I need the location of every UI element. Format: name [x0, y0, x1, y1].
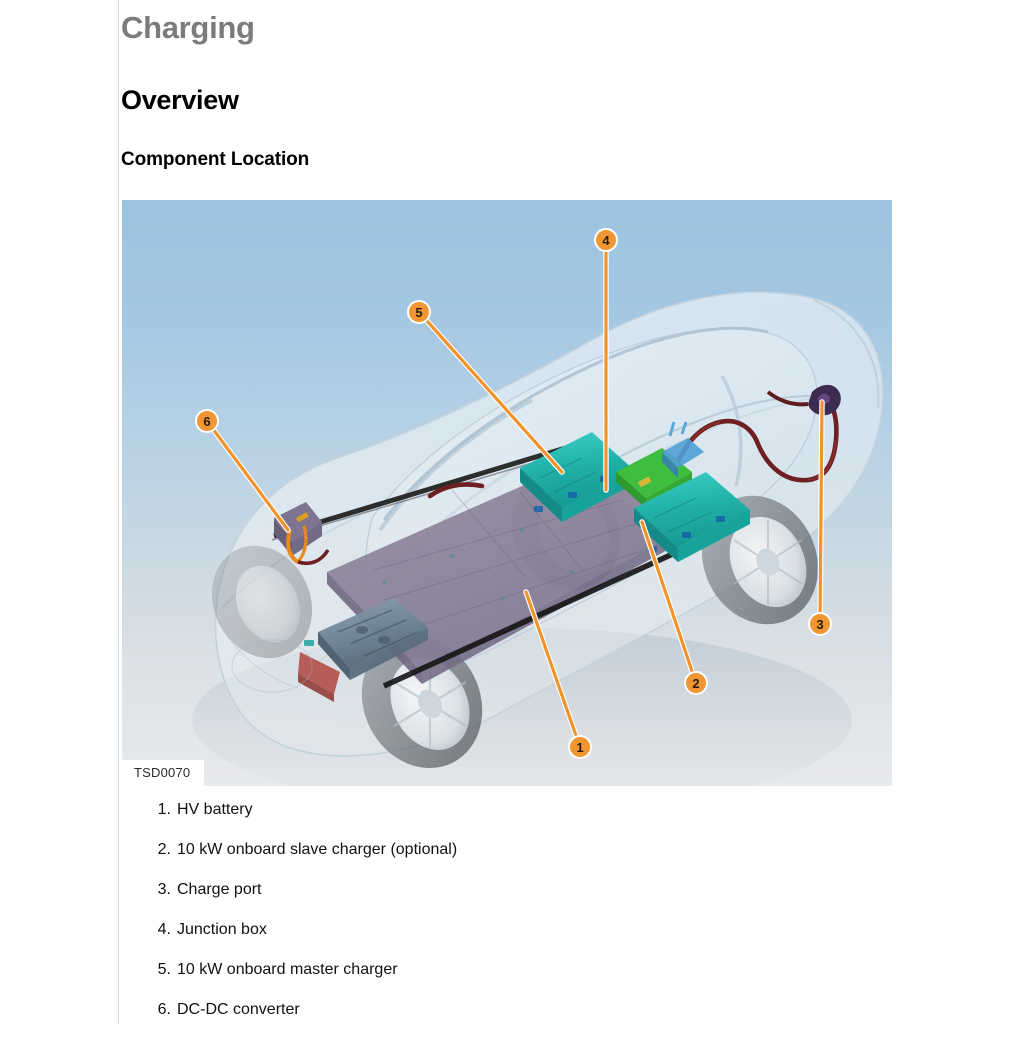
- list-item: 1. HV battery: [122, 798, 892, 838]
- section-title: Overview: [121, 85, 239, 115]
- rear-control-module: [662, 421, 704, 478]
- list-item-label: DC-DC converter: [177, 1001, 300, 1018]
- rocker-rail-far: [273, 437, 593, 539]
- list-item: 6. DC-DC converter: [122, 998, 892, 1038]
- callout-marker-4[interactable]: 4: [594, 228, 618, 252]
- list-item: 5. 10 kW onboard master charger: [122, 958, 892, 998]
- left-margin-rule: [118, 0, 119, 1024]
- vehicle-illustration: [192, 237, 884, 786]
- list-item-label: HV battery: [177, 801, 253, 818]
- onboard-slave-charger: [634, 472, 750, 562]
- list-item: 3. Charge port: [122, 878, 892, 918]
- list-item-number: 2.: [157, 841, 171, 858]
- list-item-label: Junction box: [177, 921, 267, 938]
- wheel-front-near: [361, 635, 483, 769]
- list-item-number: 3.: [157, 881, 171, 898]
- list-item: 4. Junction box: [122, 918, 892, 958]
- figure-id-label: TSD0070: [122, 760, 205, 786]
- list-item-label: 10 kW onboard master charger: [177, 961, 398, 978]
- list-item-number: 5.: [157, 961, 171, 978]
- subsection-title: Component Location: [121, 149, 310, 170]
- list-item-label: Charge port: [177, 881, 262, 898]
- list-item-number: 6.: [157, 1001, 171, 1018]
- callout-marker-2[interactable]: 2: [684, 671, 708, 695]
- component-location-figure: 1 2 3 4 5 6 TSD0070: [122, 200, 892, 786]
- list-item-label: 10 kW onboard slave charger (optional): [177, 841, 458, 858]
- callout-marker-5[interactable]: 5: [407, 300, 431, 324]
- callout-marker-6[interactable]: 6: [195, 409, 219, 433]
- charge-port: [766, 384, 841, 416]
- dc-dc-converter: [274, 502, 330, 566]
- list-item-number: 4.: [157, 921, 171, 938]
- callout-marker-1[interactable]: 1: [568, 735, 592, 759]
- component-list: 1. HV battery 2. 10 kW onboard slave cha…: [122, 798, 892, 1038]
- list-item-number: 1.: [157, 801, 171, 818]
- callout-marker-3[interactable]: 3: [808, 612, 832, 636]
- chapter-title: Charging: [121, 10, 255, 45]
- front-drive-unit: [298, 598, 428, 702]
- callout-leader-lines: [205, 238, 824, 749]
- wheel-front-far: [211, 545, 313, 659]
- list-item: 2. 10 kW onboard slave charger (optional…: [122, 838, 892, 878]
